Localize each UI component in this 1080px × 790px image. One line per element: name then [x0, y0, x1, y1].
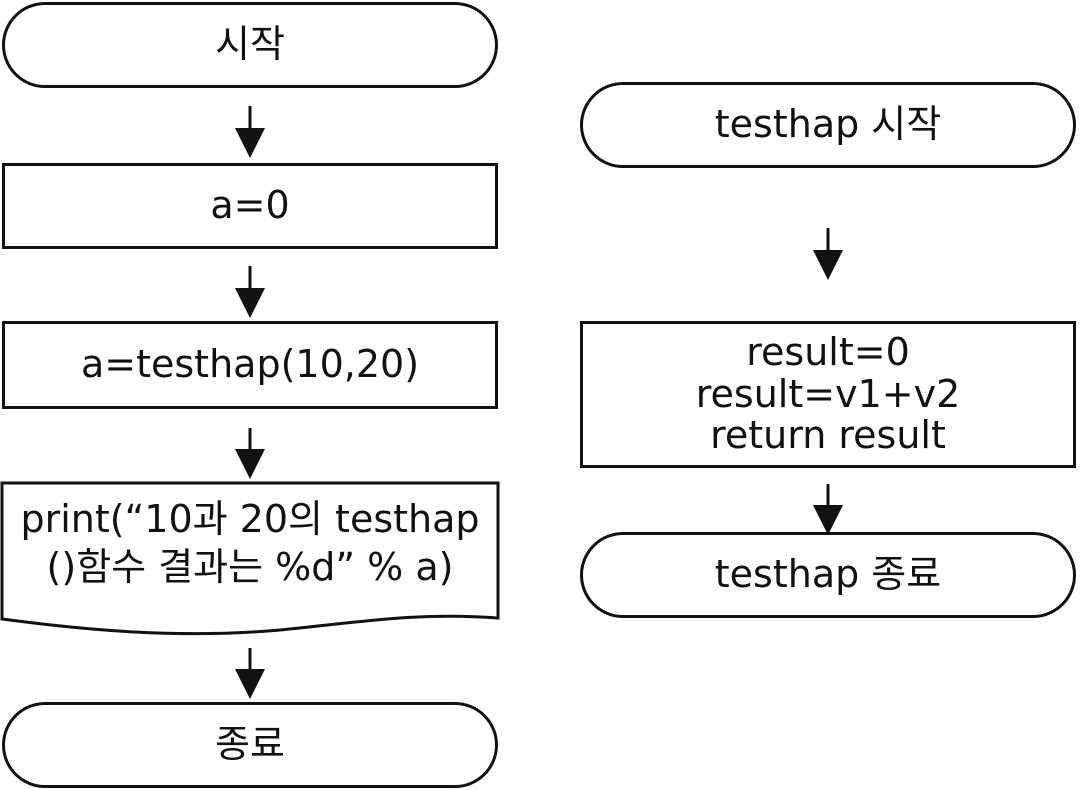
function-start-terminal: testhap 시작 — [580, 82, 1076, 168]
main-print-document-outline — [0, 481, 500, 636]
main-start-terminal: 시작 — [2, 2, 498, 88]
function-body-line-3: return result — [710, 413, 946, 458]
main-end-label: 종료 — [215, 722, 285, 767]
main-print-line-1: print(“10과 20의 testhap — [20, 497, 480, 541]
main-call-label: a=testhap(10,20) — [80, 342, 420, 387]
function-start-label: testhap 시작 — [714, 102, 942, 147]
main-print-document: print(“10과 20의 testhap ()함수 결과는 %d” % a) — [0, 481, 500, 606]
function-end-label: testhap 종료 — [714, 552, 942, 597]
main-start-label: 시작 — [215, 22, 285, 67]
function-body-process: result=0 result=v1+v2 return result — [580, 321, 1076, 468]
function-end-terminal: testhap 종료 — [580, 532, 1076, 618]
main-print-document-shape — [0, 481, 500, 636]
main-call-process: a=testhap(10,20) — [2, 321, 498, 409]
main-init-process: a=0 — [2, 163, 498, 249]
main-end-terminal: 종료 — [2, 702, 498, 788]
main-print-line-2: ()함수 결과는 %d” % a) — [46, 544, 454, 589]
function-body-line-1: result=0 — [746, 329, 910, 374]
main-init-label: a=0 — [210, 183, 290, 228]
function-body-line-2: result=v1+v2 — [695, 371, 961, 416]
